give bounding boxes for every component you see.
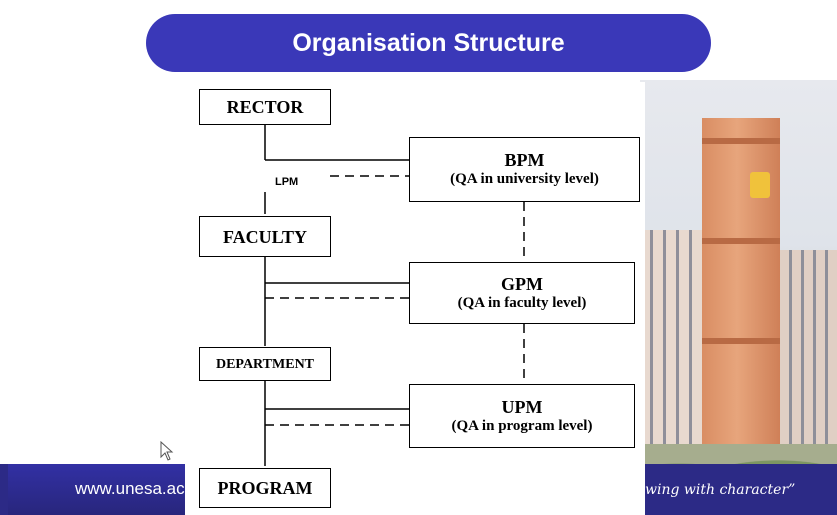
- page-title: Organisation Structure: [292, 28, 565, 57]
- upm-box: UPM (QA in program level): [409, 384, 635, 448]
- gpm-box: GPM (QA in faculty level): [409, 262, 635, 324]
- mouse-pointer-icon: [160, 441, 174, 461]
- upm-name: UPM: [501, 396, 543, 417]
- program-label: PROGRAM: [217, 478, 313, 498]
- footer-url[interactable]: www.unesa.ac: [75, 479, 185, 498]
- department-label: DEPARTMENT: [215, 356, 315, 372]
- gpm-name: GPM: [501, 273, 543, 294]
- title-banner: Organisation Structure: [146, 14, 711, 72]
- bpm-desc: (QA in university level): [450, 171, 599, 187]
- department-box: DEPARTMENT: [199, 347, 331, 381]
- building-crest: [750, 172, 770, 198]
- tower-band: [702, 338, 780, 344]
- tower-band: [702, 238, 780, 244]
- gpm-desc: (QA in faculty level): [457, 294, 587, 311]
- lpm-label: LPM: [275, 176, 299, 188]
- upm-desc: (QA in program level): [451, 417, 593, 434]
- bpm-box: BPM (QA in university level): [409, 137, 640, 202]
- program-box: PROGRAM: [199, 468, 331, 508]
- rector-box: RECTOR: [199, 89, 331, 125]
- faculty-box: FACULTY: [199, 216, 331, 257]
- bpm-name: BPM: [504, 150, 545, 170]
- building-left-wing: [640, 230, 702, 470]
- faculty-label: FACULTY: [222, 226, 307, 247]
- building-right-wing: [780, 250, 837, 470]
- footer-tagline: wing with character”: [645, 482, 796, 498]
- tower-band: [702, 138, 780, 144]
- rector-label: RECTOR: [226, 97, 304, 117]
